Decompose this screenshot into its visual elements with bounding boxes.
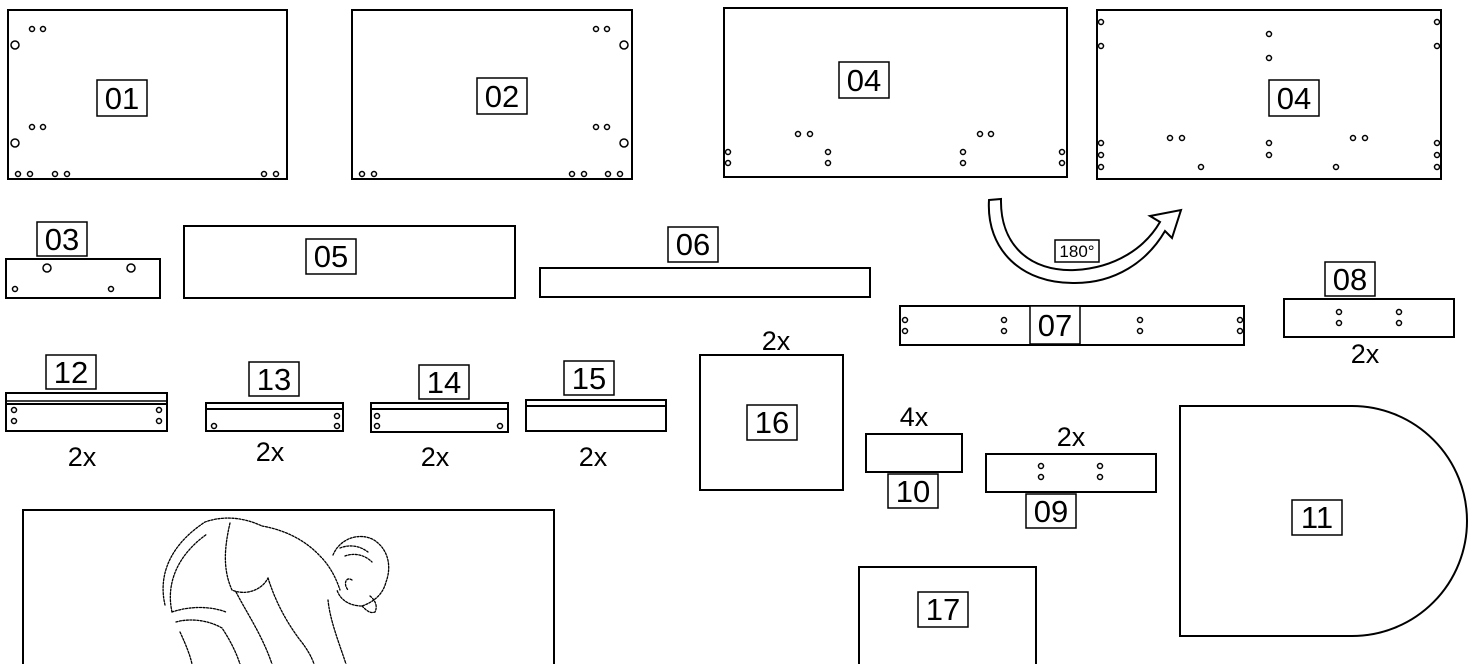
panel-01: 01 [7, 9, 288, 180]
part-03: 03 [5, 221, 161, 299]
panel-04-rotated-holes [1097, 18, 1441, 171]
part-11: 11 [1179, 405, 1468, 637]
label-17: 17 [926, 592, 960, 627]
label-16: 16 [755, 405, 789, 440]
quantity-09: 2x [1057, 422, 1086, 452]
label-03: 03 [45, 222, 79, 257]
panel-04-front: 04 [723, 7, 1068, 178]
label-02: 02 [485, 79, 519, 114]
panel-01-holes [10, 25, 280, 178]
panel-02: 02 [351, 9, 633, 180]
part-13: 13 2x [205, 361, 344, 467]
quantity-10: 4x [900, 402, 929, 432]
panel-02-holes [358, 25, 629, 178]
label-04-front: 04 [847, 63, 881, 98]
label-12: 12 [54, 355, 88, 390]
panel-04-rotated: 04 [1096, 9, 1442, 180]
part-16: 16 2x [699, 326, 844, 491]
label-15: 15 [572, 361, 606, 396]
quantity-14: 2x [421, 442, 450, 472]
label-14: 14 [427, 365, 461, 400]
part-17: 17 [858, 566, 1037, 664]
part-06: 06 [539, 226, 871, 298]
label-06: 06 [676, 227, 710, 262]
label-11: 11 [1301, 500, 1333, 535]
part-07: 07 [899, 305, 1245, 346]
rotate-180-arrow-icon: 180° [987, 197, 1183, 285]
person-sketch [162, 517, 390, 664]
label-08: 08 [1333, 262, 1367, 297]
quantity-08: 2x [1351, 339, 1380, 369]
quantity-13: 2x [256, 437, 285, 467]
part-05: 05 [183, 225, 516, 299]
quantity-16: 2x [762, 326, 791, 356]
quantity-15: 2x [579, 442, 608, 472]
part-10: 10 4x [865, 402, 963, 509]
label-13: 13 [257, 362, 291, 397]
part-09: 09 2x [985, 422, 1157, 529]
label-10: 10 [896, 474, 930, 509]
part-08: 08 2x [1283, 261, 1455, 369]
label-04-rotated: 04 [1277, 81, 1311, 116]
panel-04-front-holes [724, 130, 1066, 167]
part-15: 15 2x [525, 360, 667, 472]
label-09: 09 [1034, 494, 1068, 529]
quantity-12: 2x [68, 442, 97, 472]
rotation-angle-label: 180° [1059, 242, 1094, 261]
part-12: 12 2x [5, 354, 168, 472]
label-07: 07 [1038, 308, 1072, 343]
label-05: 05 [314, 239, 348, 274]
part-14: 14 2x [370, 364, 509, 472]
person-lifting-illustration [22, 509, 555, 664]
label-01: 01 [105, 81, 139, 116]
